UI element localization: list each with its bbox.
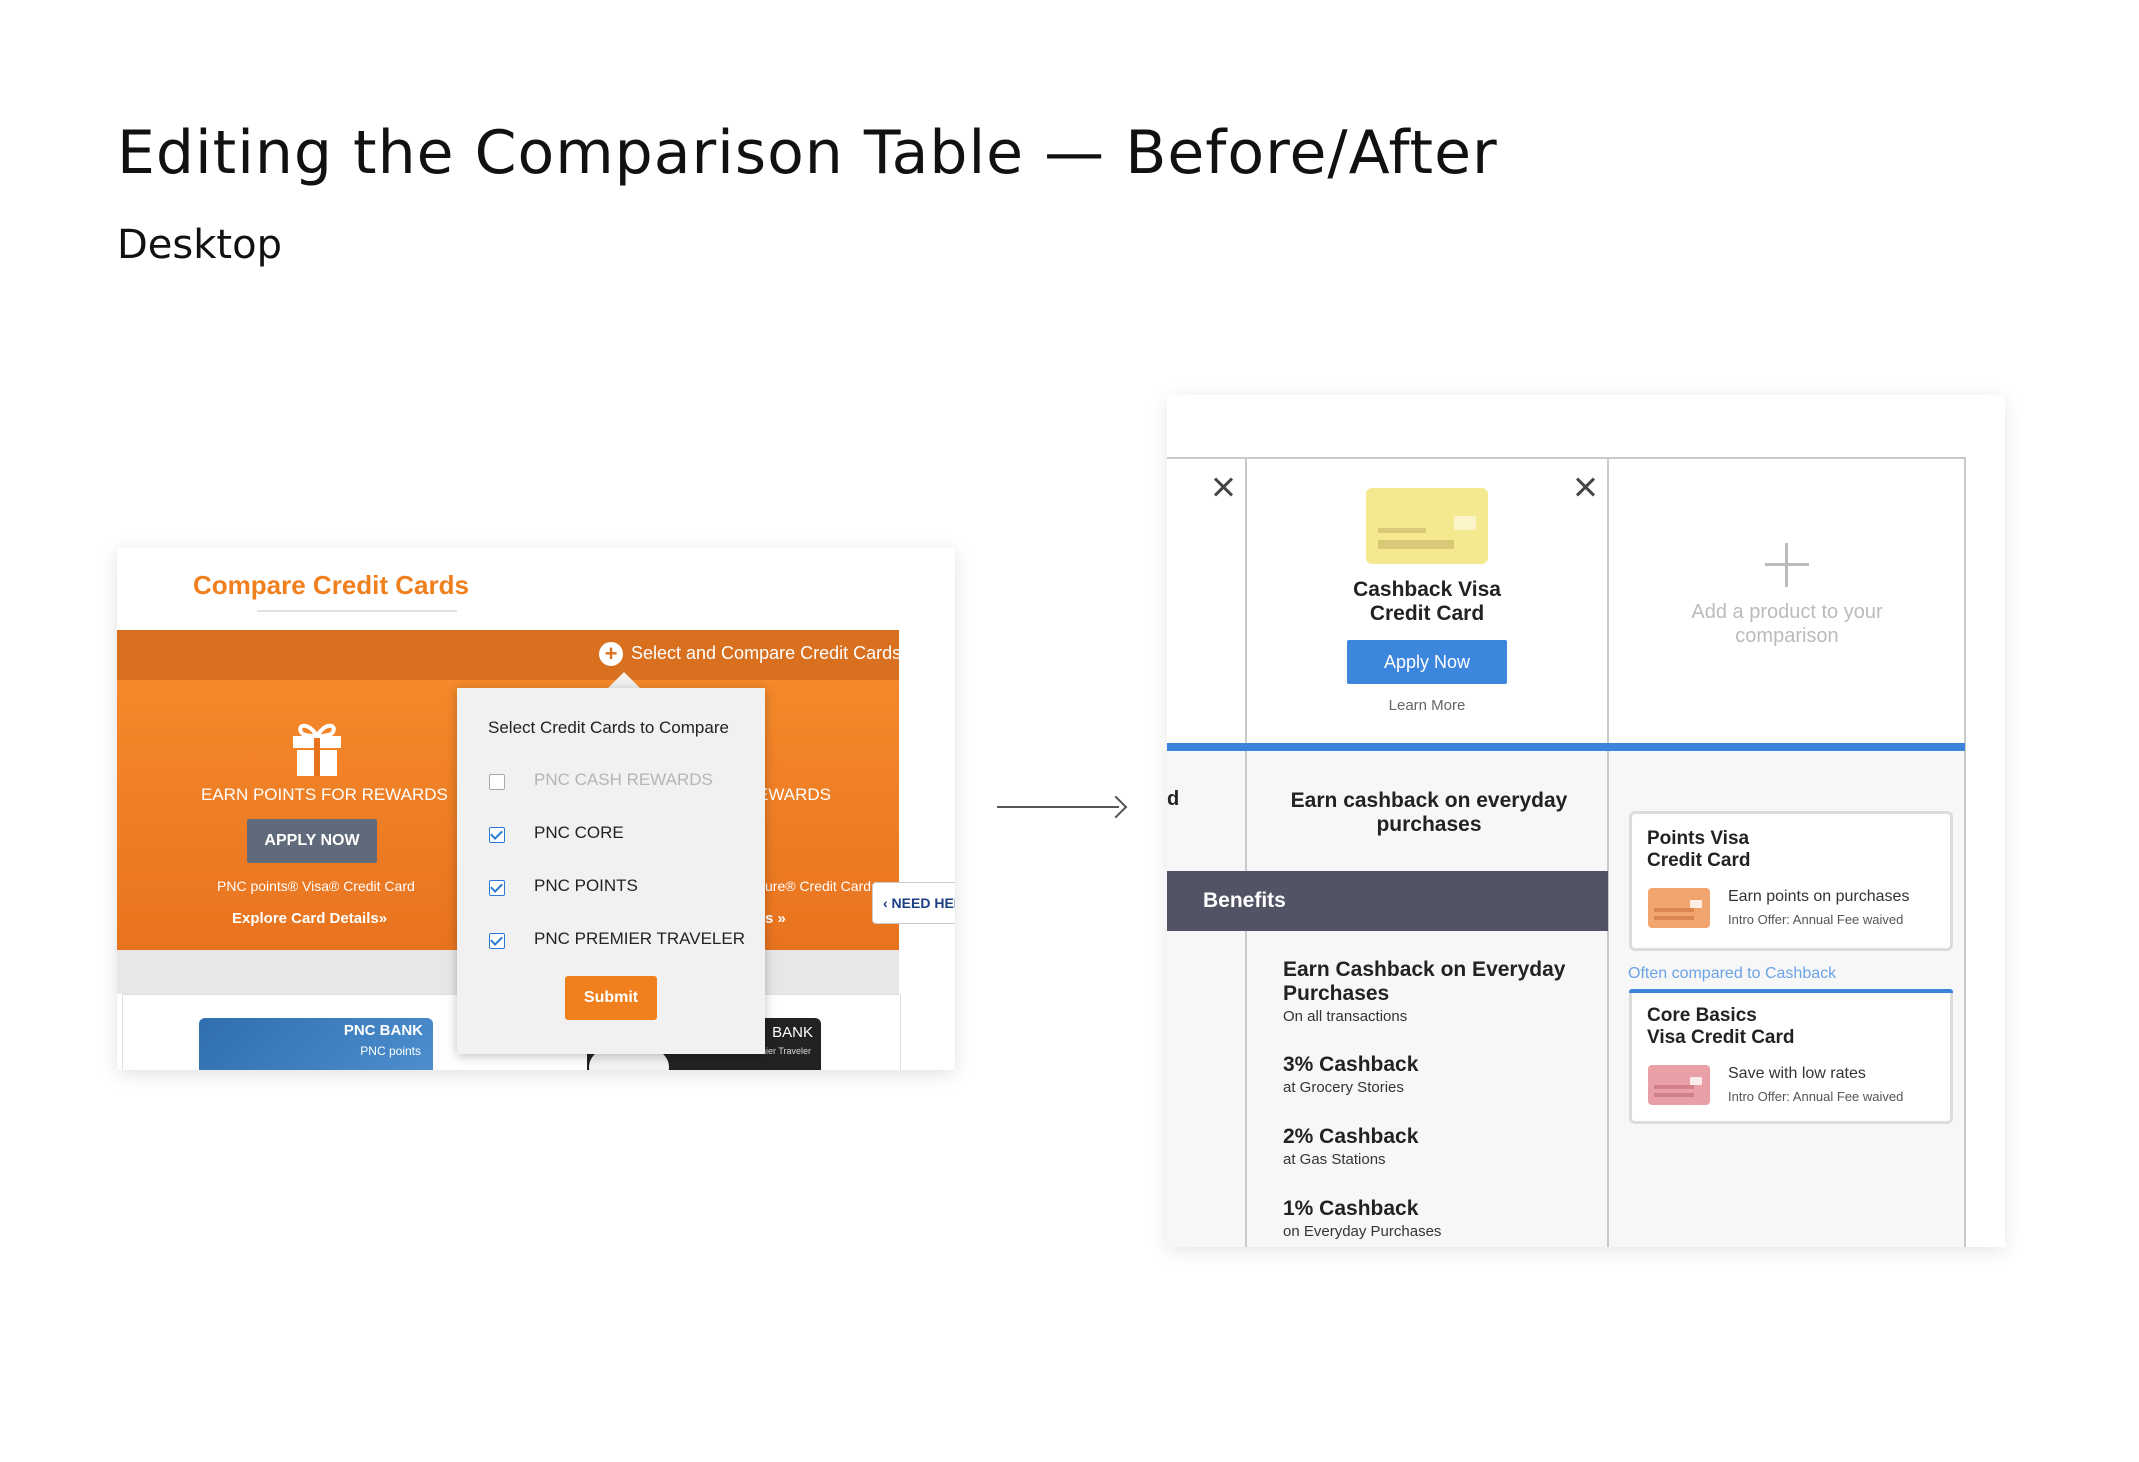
card-logo: PNC BANK <box>343 1022 423 1039</box>
left-cut-column <box>1167 751 1246 1247</box>
add-product-prompt[interactable]: Add a product to your comparison <box>1691 601 1883 647</box>
product-title: Cashback Visa Credit Card <box>1353 578 1501 625</box>
close-icon[interactable] <box>1573 475 1597 499</box>
card-thumbnail <box>1648 1065 1710 1105</box>
popup-arrow <box>607 672 641 689</box>
checkbox[interactable] <box>489 774 505 790</box>
benefit-sub: on Everyday Purchases <box>1283 1223 1442 1240</box>
benefit-item: 3% Cashback at Grocery Stories <box>1283 1053 1418 1096</box>
suggested-offer: Intro Offer: Annual Fee waived <box>1728 1089 1904 1104</box>
benefit-item: 1% Cashback on Everyday Purchases <box>1283 1197 1441 1240</box>
select-compare-link[interactable]: Select and Compare Credit Cards <box>631 643 902 663</box>
slide-title: Editing the Comparison Table — Before/Af… <box>117 118 1498 188</box>
suggested-product-card[interactable]: Points Visa Credit Card Earn points on p… <box>1629 811 1953 951</box>
table-top-border <box>1167 457 1965 459</box>
submit-button[interactable]: Submit <box>565 976 657 1020</box>
card-logo-sub: PNC points <box>360 1044 421 1058</box>
orange-header-bar <box>117 630 899 680</box>
checkbox[interactable] <box>489 880 505 896</box>
explore-card-link-2[interactable]: s » <box>765 910 786 927</box>
checkbox[interactable] <box>489 827 505 843</box>
suggested-desc: Earn points on purchases <box>1728 888 1910 905</box>
benefit-heading: 3% Cashback <box>1283 1053 1419 1076</box>
suggested-desc: Save with low rates <box>1728 1065 1866 1082</box>
benefits-label: Benefits <box>1203 889 1286 912</box>
card-name: PNC points® Visa® Credit Card <box>217 878 415 894</box>
suggested-product-card[interactable]: Core Basics Visa Credit Card Save with l… <box>1629 993 1953 1124</box>
suggested-offer: Intro Offer: Annual Fee waived <box>1728 912 1904 927</box>
suggested-title: Core Basics Visa Credit Card <box>1647 1005 1795 1048</box>
arrow-right-icon <box>997 806 1119 808</box>
cut-text-fragment: d <box>1167 788 1180 810</box>
earn-rewards-heading: EWARDS <box>757 785 831 804</box>
apply-now-button[interactable]: Apply Now <box>1347 640 1507 684</box>
benefits-section-bar <box>1167 871 1608 931</box>
learn-more-link[interactable]: Learn More <box>1388 697 1466 714</box>
option-label: PNC POINTS <box>534 876 638 895</box>
popup-heading: Select Credit Cards to Compare <box>488 718 729 737</box>
benefit-sub: at Gas Stations <box>1283 1151 1386 1168</box>
suggested-title: Points Visa Credit Card <box>1647 828 1751 871</box>
arrow-head <box>1104 795 1128 819</box>
apply-now-button[interactable]: APPLY NOW <box>247 819 377 863</box>
option-label: PNC CORE <box>534 823 624 842</box>
slide-subtitle: Desktop <box>117 222 282 268</box>
after-screenshot: Cashback Visa Credit Card Apply Now Lear… <box>1167 395 2005 1247</box>
benefit-heading: 1% Cashback <box>1283 1197 1419 1220</box>
header-accent-bar <box>1167 743 1965 751</box>
benefit-item: Earn Cashback on Everyday Purchases On a… <box>1283 958 1583 1025</box>
close-icon[interactable] <box>1211 475 1235 499</box>
compare-popup: Select Credit Cards to Compare PNC CASH … <box>457 688 765 1054</box>
card-name-2: ure® Credit Card <box>765 878 872 894</box>
before-screenshot: Compare Credit Cards + Select and Compar… <box>117 548 955 1070</box>
plus-icon[interactable] <box>1765 543 1809 587</box>
need-help-tab[interactable]: ‹ NEED HEL <box>872 882 955 924</box>
option-label: PNC CASH REWARDS <box>534 770 713 789</box>
card-logo-sub: PNC Premier Traveler <box>722 1046 811 1056</box>
title-divider <box>257 610 457 612</box>
often-compared-label: Often compared to Cashback <box>1628 965 1837 982</box>
pnc-points-card-image: PNC BANK PNC points <box>199 1018 433 1070</box>
option-label: PNC PREMIER TRAVELER <box>534 929 745 948</box>
benefit-item: 2% Cashback at Gas Stations <box>1283 1125 1418 1168</box>
benefit-heading: 2% Cashback <box>1283 1125 1419 1148</box>
column-divider <box>1245 457 1247 1247</box>
plus-circle-icon[interactable]: + <box>599 642 623 666</box>
explore-card-link[interactable]: Explore Card Details» <box>232 910 388 927</box>
column-divider <box>1607 457 1609 1247</box>
column-divider <box>1964 457 1966 1247</box>
gift-icon <box>293 723 341 776</box>
product-tagline: Earn cashback on everyday purchases <box>1290 789 1568 836</box>
checkbox[interactable] <box>489 933 505 949</box>
benefit-sub: at Grocery Stories <box>1283 1079 1404 1096</box>
often-compared-accent <box>1629 989 1953 995</box>
benefit-sub: On all transactions <box>1283 1008 1408 1025</box>
cashback-card-image <box>1366 488 1488 564</box>
card-thumbnail <box>1648 888 1710 928</box>
card-logo: BANK <box>772 1024 813 1041</box>
earn-points-heading: EARN POINTS FOR REWARDS <box>201 785 448 804</box>
compare-title: Compare Credit Cards <box>193 570 469 600</box>
benefit-heading: Earn Cashback on Everyday Purchases <box>1283 958 1566 1005</box>
